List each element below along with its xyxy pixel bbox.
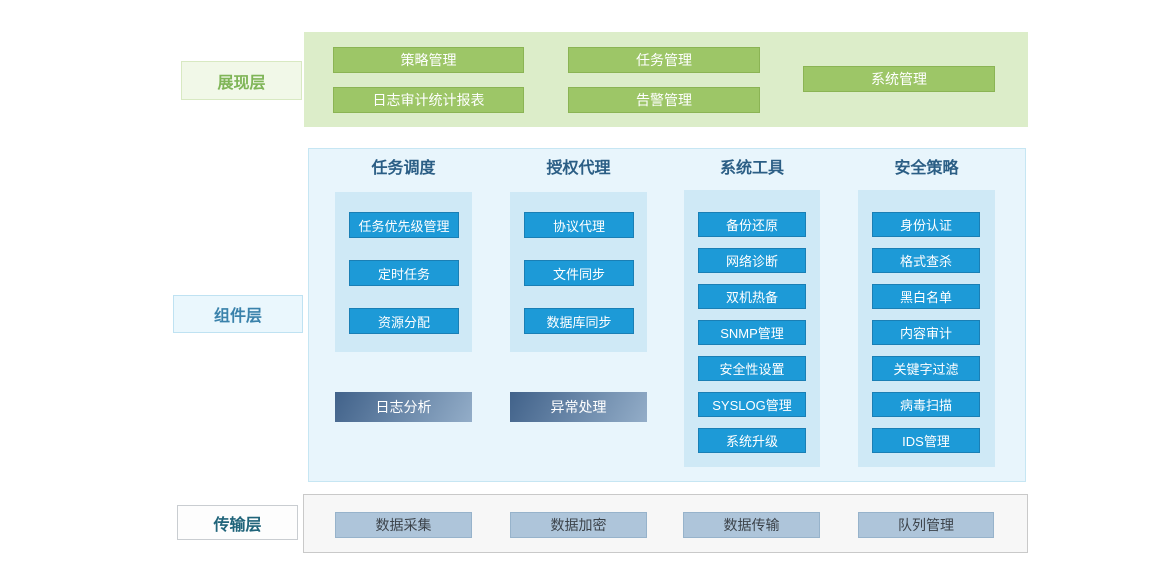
component-item-security-settings: 安全性设置 [698,356,806,381]
component-footer-exception-handling: 异常处理 [510,392,647,422]
component-item-format-scan: 格式查杀 [872,248,980,273]
component-item-database-sync: 数据库同步 [524,308,634,334]
column-header-authorized-agent: 授权代理 [546,160,611,177]
component-item-system-upgrade: 系统升级 [698,428,806,453]
component-item-scheduled-task: 定时任务 [349,260,459,286]
module-box-log-audit-report: 日志审计统计报表 [333,87,524,113]
component-item-snmp-management: SNMP管理 [698,320,806,345]
component-item-ids-management: IDS管理 [872,428,980,453]
component-item-backup-restore: 备份还原 [698,212,806,237]
module-box-system-management: 系统管理 [803,66,995,92]
transport-box-queue-management: 队列管理 [858,512,994,538]
module-box-task-management: 任务管理 [568,47,760,73]
transport-layer-label: 传输层 [177,505,298,540]
component-item-identity-authentication: 身份认证 [872,212,980,237]
component-item-file-sync: 文件同步 [524,260,634,286]
component-item-virus-scan: 病毒扫描 [872,392,980,417]
component-item-network-diagnosis: 网络诊断 [698,248,806,273]
component-item-content-audit: 内容审计 [872,320,980,345]
component-item-protocol-agent: 协议代理 [524,212,634,238]
component-layer-label: 组件层 [173,295,303,333]
component-item-black-white-list: 黑白名单 [872,284,980,309]
module-box-policy-management: 策略管理 [333,47,524,73]
component-footer-log-analysis: 日志分析 [335,392,472,422]
presentation-layer-label: 展现层 [181,61,302,100]
component-item-task-priority: 任务优先级管理 [349,212,459,238]
column-header-task-scheduling: 任务调度 [371,160,436,177]
transport-box-data-transmission: 数据传输 [683,512,820,538]
transport-box-data-collection: 数据采集 [335,512,472,538]
module-box-alarm-management: 告警管理 [568,87,760,113]
column-header-system-tools: 系统工具 [719,160,784,177]
component-item-resource-allocation: 资源分配 [349,308,459,334]
component-item-keyword-filter: 关键字过滤 [872,356,980,381]
component-item-dual-hot-standby: 双机热备 [698,284,806,309]
component-item-syslog-management: SYSLOG管理 [698,392,806,417]
column-header-security-policy: 安全策略 [894,160,959,177]
transport-box-data-encryption: 数据加密 [510,512,647,538]
